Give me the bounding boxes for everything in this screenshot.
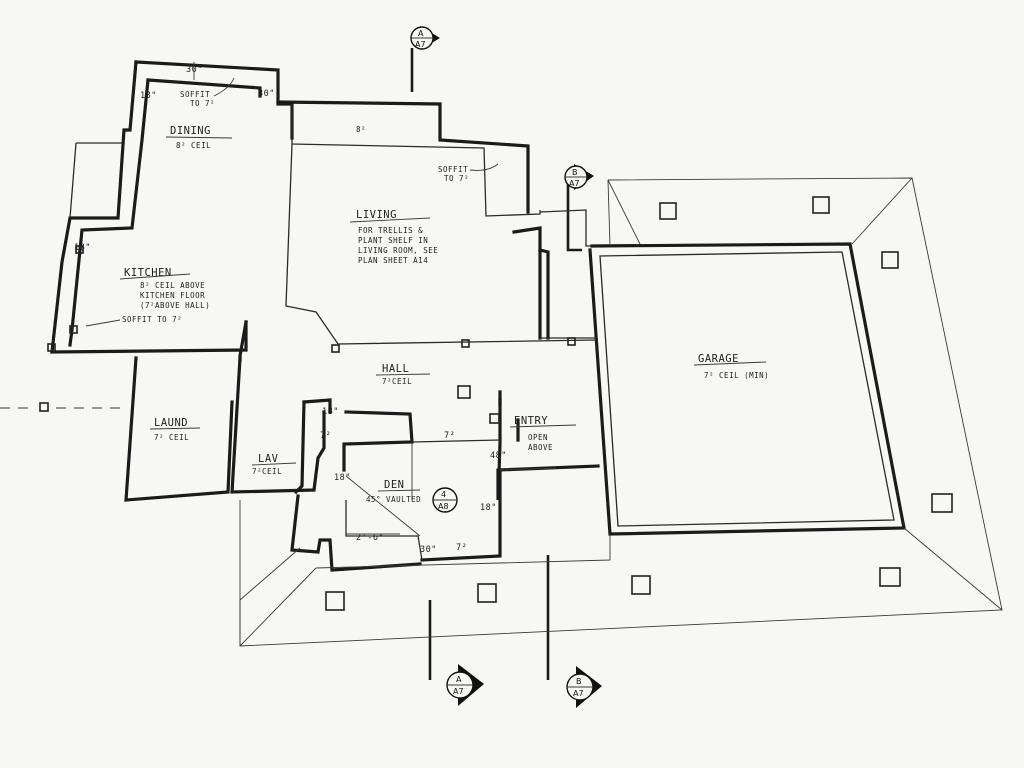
marker-b-right-letter: B — [572, 168, 578, 177]
marker-a-bottom-letter: A — [456, 675, 462, 684]
section-marker-a-top: A A7 — [410, 26, 440, 50]
marker-b-right-sheet: A7 — [569, 179, 580, 188]
living-ceiling-height: 8² — [356, 125, 366, 134]
hall-ceiling-note: 7²CEIL — [382, 377, 412, 386]
dim-18-dining: 18" — [140, 91, 157, 101]
dimension-labels: 30" 18" 30" 18" 18" 7² 18" 7² 48" 18" 2'… — [74, 62, 507, 555]
marker-b-bottom-sheet: A7 — [573, 689, 584, 698]
dining-label: DINING — [170, 125, 211, 137]
dim-18-lav: 18" — [334, 473, 351, 483]
garage-ceiling-note: 7² CEIL (MIN) — [704, 371, 769, 380]
soffit-living-2: TO 7² — [444, 174, 469, 183]
entry-note-1: OPEN — [528, 433, 548, 442]
lav-label: LAV — [258, 453, 279, 465]
lav-ceiling-note: 7²CEIL — [252, 467, 282, 476]
section-marker-a-bottom: A A7 — [446, 664, 484, 706]
section-marker-4-den: 4 A8 — [432, 487, 458, 513]
laundry-label: LAUND — [154, 417, 188, 429]
dining-ceiling-note: 8² CEIL — [176, 141, 211, 150]
living-note-3: LIVING ROOM, SEE — [358, 246, 438, 255]
section-cut-lines — [0, 48, 582, 680]
marker-4-den-sheet: A8 — [438, 502, 449, 511]
section-marker-b-right: B A7 — [564, 164, 594, 190]
living-note-4: PLAN SHEET A14 — [358, 256, 428, 265]
living-note-1: FOR TRELLIS & — [358, 226, 423, 235]
marker-a-bottom-sheet: A7 — [453, 687, 464, 696]
dim-48: 48" — [490, 451, 507, 461]
hall-label: HALL — [382, 363, 409, 375]
entry-label: ENTRY — [514, 415, 548, 427]
dim-30-dining: 30" — [258, 89, 275, 99]
drawing-notes: SOFFIT TO 7² SOFFIT TO 7² SOFFIT TO 7² 8… — [85, 77, 499, 327]
marker-4-den-number: 4 — [441, 490, 446, 499]
roof-vents — [47, 196, 953, 611]
dim-18-den: 18" — [480, 503, 497, 513]
marker-a-top-letter: A — [418, 29, 424, 38]
soffit-dining-2: TO 7² — [190, 99, 215, 108]
living-label: LIVING — [356, 209, 397, 221]
laundry-ceiling-note: 7² CEIL — [154, 433, 189, 442]
dim-74-hall: 7² — [320, 431, 331, 441]
section-marker-b-bottom: B A7 — [566, 666, 602, 708]
soffit-living-1: SOFFIT — [438, 165, 468, 174]
kitchen-note-1: 8² CEIL ABOVE — [140, 281, 205, 290]
den-label: DEN — [384, 479, 404, 491]
room-labels: DINING 8² CEIL LIVING FOR TRELLIS & PLAN… — [119, 125, 769, 504]
dim-74-den: 7² — [456, 543, 467, 553]
dim-18-hall: 18" — [322, 407, 339, 417]
dim-18-kitchen: 18" — [74, 243, 91, 253]
roof-outline — [239, 177, 1003, 647]
dim-30-den: 30" — [420, 545, 437, 555]
dim-72: 7² — [444, 431, 455, 441]
living-note-2: PLANT SHELF IN — [358, 236, 428, 245]
kitchen-note-2: KITCHEN FLOOR — [140, 291, 205, 300]
marker-a-top-sheet: A7 — [415, 40, 426, 49]
dim-26-den: 2'-6" — [356, 533, 384, 543]
marker-b-bottom-letter: B — [576, 677, 582, 686]
garage-label: GARAGE — [698, 353, 739, 365]
soffit-dining-1: SOFFIT — [180, 90, 210, 99]
entry-note-2: ABOVE — [528, 443, 553, 452]
soffit-kitchen: SOFFIT TO 7² — [122, 315, 182, 324]
kitchen-note-3: (7²ABOVE HALL) — [140, 301, 210, 310]
den-vault-note: 45° VAULTED — [366, 495, 421, 504]
